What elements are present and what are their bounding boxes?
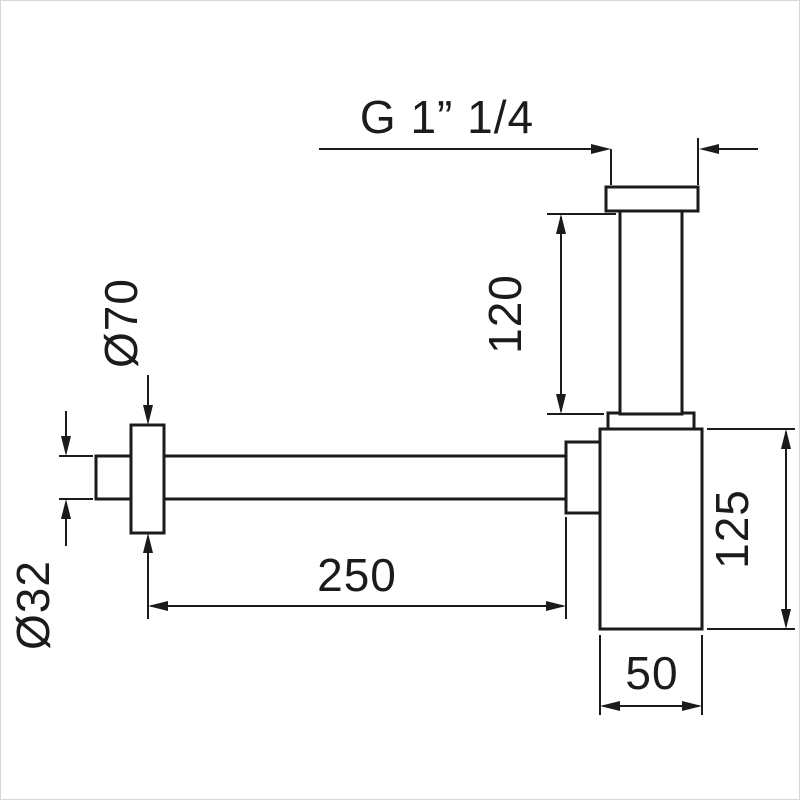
arrowhead-right [546, 601, 566, 611]
thread-size-label: G 1” 1/4 [360, 91, 534, 143]
arrowhead-up [556, 214, 566, 234]
trap-body-shape [598, 427, 704, 631]
thread-flange-shape [604, 185, 700, 213]
flange-diameter-label: Ø70 [95, 278, 147, 368]
horizontal-pipe-shape [94, 454, 568, 501]
vertical-inlet-pipe-shape [618, 209, 684, 416]
dim-pipe-length: 250 [148, 517, 567, 619]
body-width-label: 50 [625, 647, 678, 699]
arrowhead-right [682, 701, 702, 711]
dim-flange-diameter: Ø70 [95, 278, 153, 619]
arrowhead-down [781, 609, 791, 629]
wall-flange-shape [129, 423, 166, 535]
dim-thread: G 1” 1/4 [319, 91, 758, 185]
arrowhead-left [699, 144, 719, 154]
part-outlines [94, 185, 704, 631]
arrowhead-left [148, 601, 168, 611]
arrowhead-down [61, 436, 71, 456]
inlet-length-label: 120 [479, 274, 531, 354]
arrowhead-up [781, 429, 791, 449]
arrowhead-up [61, 499, 71, 519]
dim-pipe-diameter: Ø32 [7, 411, 93, 650]
arrowhead-down [143, 405, 153, 425]
arrowhead-right [591, 144, 611, 154]
body-height-label: 125 [706, 489, 758, 569]
dim-body-height: 125 [706, 428, 795, 630]
pipe-diameter-label: Ø32 [7, 560, 59, 650]
pipe-connector-nut-shape [564, 440, 602, 515]
pipe-length-label: 250 [317, 549, 397, 601]
dim-inlet-length: 120 [479, 213, 616, 415]
dim-body-width: 50 [599, 635, 703, 715]
arrowhead-up [143, 533, 153, 553]
arrowhead-down [556, 394, 566, 414]
arrowhead-left [600, 701, 620, 711]
